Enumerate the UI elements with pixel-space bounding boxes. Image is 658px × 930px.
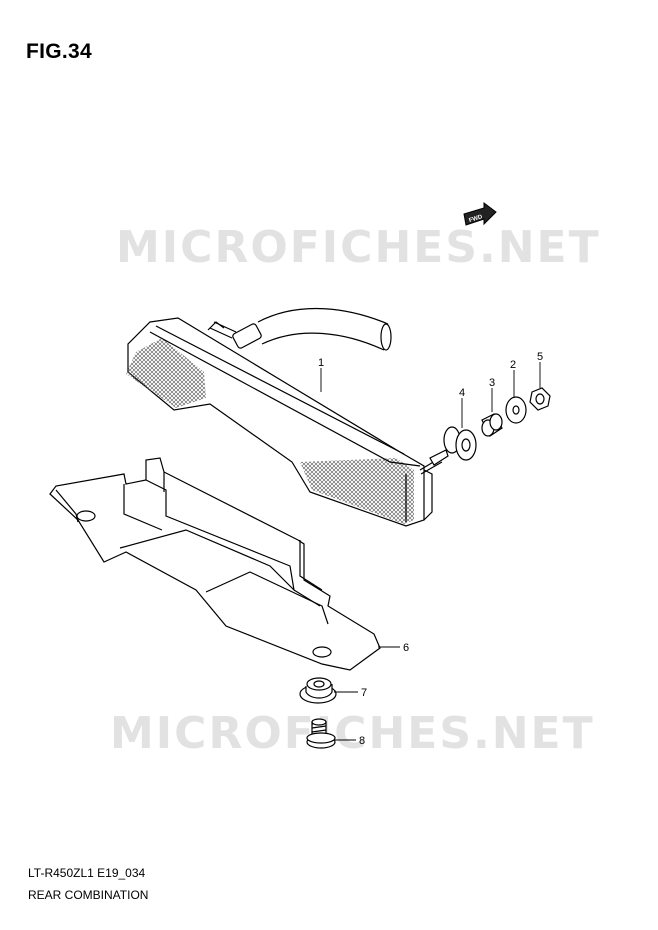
- lamp-bracket: [49, 457, 381, 671]
- model-code: LT-R450ZL1 E19_034: [28, 866, 146, 880]
- screw: [306, 718, 336, 749]
- watermark-top: MICROFICHES.NET: [116, 222, 601, 273]
- nut: [529, 387, 551, 411]
- callout-7: 7: [361, 687, 367, 699]
- fwd-badge-text: FWD: [468, 214, 483, 224]
- leader-lines: [320, 362, 541, 741]
- collar: [481, 413, 503, 437]
- rear-combination-lamp: [126, 317, 449, 527]
- flange-nut: [299, 677, 337, 704]
- grommet: [443, 426, 477, 461]
- callout-5: 5: [537, 351, 543, 363]
- washer: [505, 396, 527, 424]
- callout-6: 6: [403, 642, 409, 654]
- figure-title: FIG.34: [26, 40, 92, 63]
- callout-8: 8: [359, 735, 365, 747]
- wiring-harness: [209, 307, 392, 351]
- callout-4: 4: [459, 387, 465, 399]
- callout-3: 3: [489, 377, 495, 389]
- fwd-arrow-icon: FWD: [463, 202, 497, 226]
- callout-1: 1: [318, 357, 324, 369]
- section-name: REAR COMBINATION: [28, 888, 149, 902]
- callout-2: 2: [510, 359, 516, 371]
- watermark-bottom: MICROFICHES.NET: [110, 708, 595, 759]
